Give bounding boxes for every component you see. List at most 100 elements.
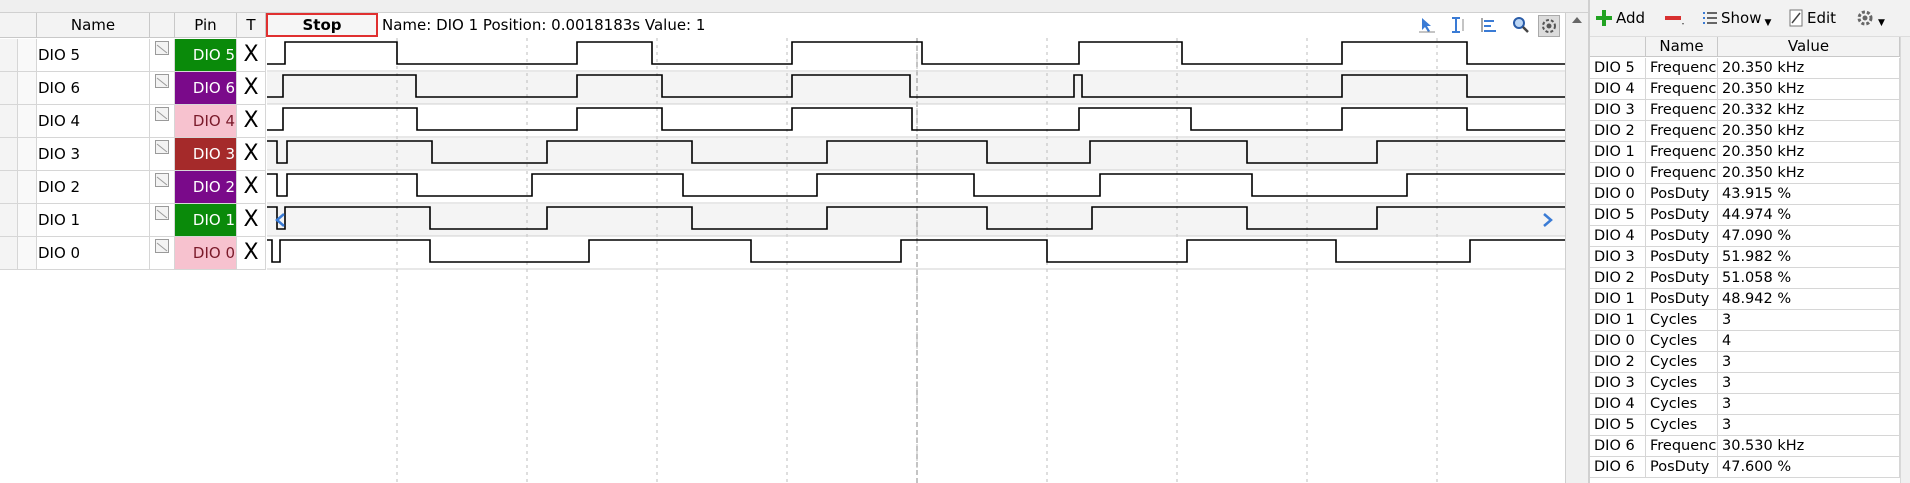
column-header-pin[interactable]: Pin	[175, 13, 237, 38]
row-header[interactable]	[0, 171, 18, 204]
row-header-2[interactable]	[18, 39, 37, 72]
channel-pin[interactable]: DIO 1	[175, 204, 237, 237]
row-header[interactable]	[0, 39, 18, 72]
scroll-right-icon[interactable]	[1543, 213, 1553, 227]
measurements-scrollbar[interactable]	[1900, 37, 1910, 483]
channel-trigger[interactable]: X	[237, 72, 266, 105]
row-header-2[interactable]	[18, 237, 37, 270]
waveform-trace[interactable]	[267, 206, 1565, 230]
channel-preview-icon[interactable]	[150, 72, 175, 105]
waveform-trace[interactable]	[267, 41, 1565, 65]
measure-header-value[interactable]: Value	[1718, 37, 1900, 56]
channel-trigger[interactable]: X	[237, 171, 266, 204]
row-header-2[interactable]	[18, 72, 37, 105]
show-button[interactable]: Show ▼	[1702, 6, 1771, 30]
channel-trigger[interactable]: X	[237, 39, 266, 72]
waveform-vertical-scrollbar[interactable]	[1565, 13, 1589, 483]
channel-preview-icon[interactable]	[150, 105, 175, 138]
remove-button[interactable]	[1663, 6, 1685, 30]
row-header-2[interactable]	[18, 105, 37, 138]
row-header[interactable]	[0, 204, 18, 237]
channel-name[interactable]: DIO 3	[37, 138, 150, 171]
channel-preview-icon[interactable]	[150, 204, 175, 237]
scroll-left-icon[interactable]	[275, 213, 285, 227]
waveform-trace[interactable]	[267, 74, 1565, 98]
row-header-2[interactable]	[18, 204, 37, 237]
channel-name[interactable]: DIO 1	[37, 204, 150, 237]
waveform-trace[interactable]	[267, 140, 1565, 164]
measurement-name: Cycles	[1646, 373, 1718, 394]
channel-name[interactable]: DIO 6	[37, 72, 150, 105]
channel-name[interactable]: DIO 2	[37, 171, 150, 204]
channel-trigger[interactable]: X	[237, 204, 266, 237]
waveform-view[interactable]	[267, 38, 1565, 483]
channel-preview-icon[interactable]	[150, 138, 175, 171]
channel-pin[interactable]: DIO 0	[175, 237, 237, 270]
channel-name[interactable]: DIO 4	[37, 105, 150, 138]
settings-button[interactable]: ▼	[1855, 6, 1885, 30]
channel-pin[interactable]: DIO 4	[175, 105, 237, 138]
text-cursor-icon[interactable]	[1446, 15, 1466, 35]
edit-button[interactable]: Edit	[1788, 6, 1836, 30]
zoom-settings-icon[interactable]	[1538, 15, 1560, 37]
column-header-t[interactable]: T	[237, 13, 266, 38]
channel-trigger[interactable]: X	[237, 105, 266, 138]
zoom-icon[interactable]	[1511, 15, 1531, 35]
channel-preview-icon[interactable]	[150, 171, 175, 204]
row-header-2[interactable]	[18, 138, 37, 171]
stop-button[interactable]: Stop	[266, 13, 378, 37]
row-header[interactable]	[0, 237, 18, 270]
waveform-trace[interactable]	[267, 173, 1565, 197]
channel-pin[interactable]: DIO 5	[175, 39, 237, 72]
channel-pin[interactable]: DIO 6	[175, 72, 237, 105]
cursor-icon[interactable]	[1417, 15, 1437, 35]
add-button[interactable]: Add	[1595, 6, 1645, 30]
channel-pin[interactable]: DIO 2	[175, 171, 237, 204]
channel-preview-icon[interactable]	[150, 39, 175, 72]
row-header[interactable]	[0, 138, 18, 171]
measure-header-name[interactable]: Name	[1646, 37, 1718, 56]
channel-trigger[interactable]: X	[237, 237, 266, 270]
align-icon[interactable]	[1479, 15, 1499, 35]
channel-pin[interactable]: DIO 3	[175, 138, 237, 171]
channel-name[interactable]: DIO 0	[37, 237, 150, 270]
channel-name[interactable]: DIO 5	[37, 39, 150, 72]
scroll-up-arrow[interactable]	[1572, 17, 1582, 23]
column-header-name[interactable]: Name	[37, 13, 150, 38]
row-header[interactable]	[0, 105, 18, 138]
waveform-trace[interactable]	[267, 107, 1565, 131]
row-header-2[interactable]	[18, 171, 37, 204]
channel-trigger[interactable]: X	[237, 138, 266, 171]
channel-preview-icon[interactable]	[150, 237, 175, 270]
row-header[interactable]	[0, 72, 18, 105]
pane-splitter[interactable]	[1588, 0, 1590, 483]
waveform-trace[interactable]	[267, 239, 1565, 263]
